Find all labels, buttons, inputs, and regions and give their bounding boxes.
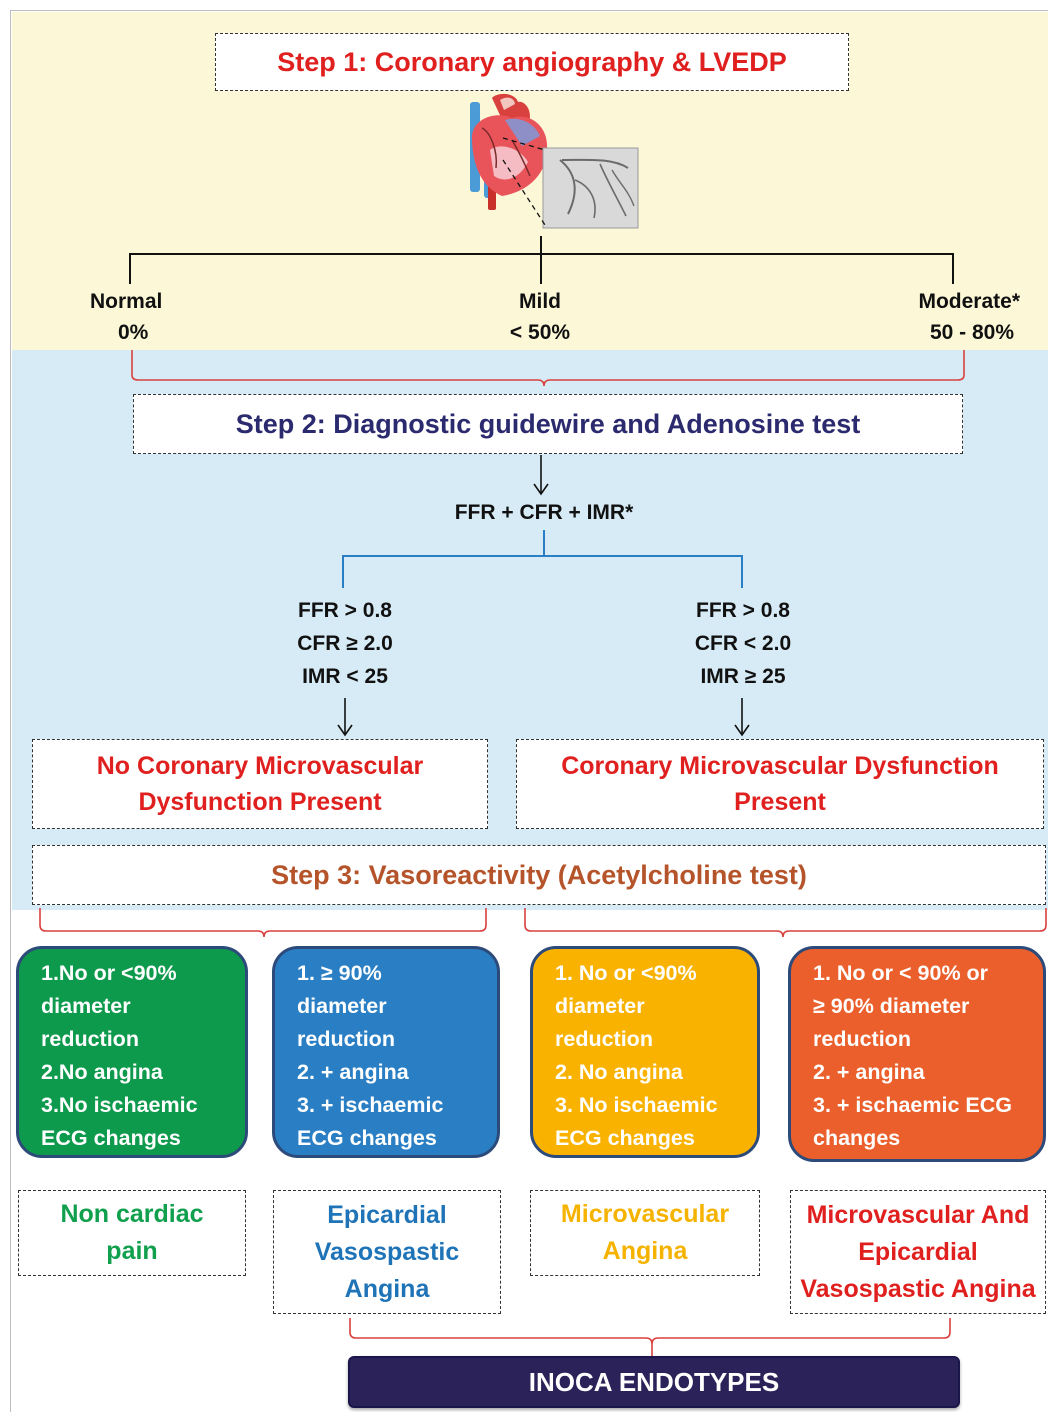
outcome-card-mixed: 1. No or < 90% or ≥ 90% diameter reducti… xyxy=(788,946,1046,1162)
criteria-normal: FFR > 0.8 CFR ≥ 2.0 IMR < 25 xyxy=(245,594,445,693)
step1-title: Step 1: Coronary angiography & LVEDP xyxy=(277,46,787,77)
stenosis-mild-value: < 50% xyxy=(509,321,571,344)
outcome-card-epicardial: 1. ≥ 90% diameter reduction 2. + angina … xyxy=(272,946,500,1158)
step3-title: Step 3: Vasoreactivity (Acetylcholine te… xyxy=(271,859,807,890)
stenosis-moderate: Moderate* 50 - 80% xyxy=(880,286,1020,348)
step3-title-box: Step 3: Vasoreactivity (Acetylcholine te… xyxy=(32,845,1046,905)
endotype-non-cardiac: Non cardiac pain xyxy=(18,1190,246,1276)
step2-arrow-head xyxy=(533,483,549,496)
step1-title-box: Step 1: Coronary angiography & LVEDP xyxy=(215,33,849,91)
stenosis-moderate-label: Moderate* xyxy=(918,290,1020,313)
no-cmd-text: No Coronary Microvascular Dysfunction Pr… xyxy=(96,752,424,816)
criteria-cmd-ffr: FFR > 0.8 xyxy=(696,599,790,622)
zoom-line-top xyxy=(502,137,546,151)
endotype-mixed: Microvascular And Epicardial Vasospastic… xyxy=(790,1190,1046,1314)
stenosis-mild-label: Mild xyxy=(519,290,561,313)
outcome-card-normal: 1.No or <90% diameter reduction 2.No ang… xyxy=(16,946,248,1158)
inoca-endotypes-title: INOCA ENDOTYPES xyxy=(528,1366,780,1397)
no-cmd-box: No Coronary Microvascular Dysfunction Pr… xyxy=(32,739,488,829)
left-criteria-arrow-head xyxy=(337,724,353,737)
step2-title: Step 2: Diagnostic guidewire and Adenosi… xyxy=(235,408,861,439)
endotype-microvascular-text: Microvascular Angina xyxy=(560,1200,730,1265)
criteria-normal-cfr: CFR ≥ 2.0 xyxy=(297,632,393,655)
stenosis-bracket xyxy=(131,350,965,387)
criteria-cmd: FFR > 0.8 CFR < 2.0 IMR ≥ 25 xyxy=(643,594,843,693)
endotype-epicardial-text: Epicardial Vasospastic Angina xyxy=(314,1200,460,1303)
cmd-present-text: Coronary Microvascular Dysfunction Prese… xyxy=(561,752,999,816)
right-criteria-arrow-head xyxy=(734,724,750,737)
criteria-normal-imr: IMR < 25 xyxy=(302,665,388,688)
criteria-normal-ffr: FFR > 0.8 xyxy=(298,599,392,622)
outcome-card-normal-text: 1.No or <90% diameter reduction 2.No ang… xyxy=(41,961,198,1150)
endotype-microvascular: Microvascular Angina xyxy=(530,1190,760,1276)
zoom-line-bottom xyxy=(502,159,546,226)
outcome-card-epicardial-text: 1. ≥ 90% diameter reduction 2. + angina … xyxy=(297,961,444,1150)
endotype-epicardial: Epicardial Vasospastic Angina xyxy=(273,1190,501,1314)
cmd-present-box: Coronary Microvascular Dysfunction Prese… xyxy=(516,739,1044,829)
stenosis-normal: Normal 0% xyxy=(90,286,190,348)
stenosis-moderate-value: 50 - 80% xyxy=(929,321,1014,344)
inoca-endotypes-banner: INOCA ENDOTYPES xyxy=(348,1356,960,1408)
stenosis-mild: Mild < 50% xyxy=(480,286,600,348)
endotype-mixed-text: Microvascular And Epicardial Vasospastic… xyxy=(800,1200,1036,1303)
stenosis-normal-value: 0% xyxy=(118,321,149,344)
step2-title-box: Step 2: Diagnostic guidewire and Adenosi… xyxy=(133,394,963,454)
stenosis-normal-label: Normal xyxy=(90,290,163,313)
physiology-measures: FFR + CFR + IMR* xyxy=(454,501,634,524)
heart-icon xyxy=(470,93,548,210)
angiogram-inset xyxy=(542,147,639,229)
outcome-card-mixed-text: 1. No or < 90% or ≥ 90% diameter reducti… xyxy=(813,961,1012,1150)
right-outcome-bracket xyxy=(524,908,1047,938)
left-outcome-bracket xyxy=(39,908,487,938)
criteria-cmd-cfr: CFR < 2.0 xyxy=(694,632,792,655)
outcome-card-microvascular-text: 1. No or <90% diameter reduction 2. No a… xyxy=(555,961,718,1150)
criteria-cmd-imr: IMR ≥ 25 xyxy=(700,665,786,688)
endotype-non-cardiac-text: Non cardiac pain xyxy=(60,1200,204,1265)
outcome-card-microvascular: 1. No or <90% diameter reduction 2. No a… xyxy=(530,946,760,1158)
